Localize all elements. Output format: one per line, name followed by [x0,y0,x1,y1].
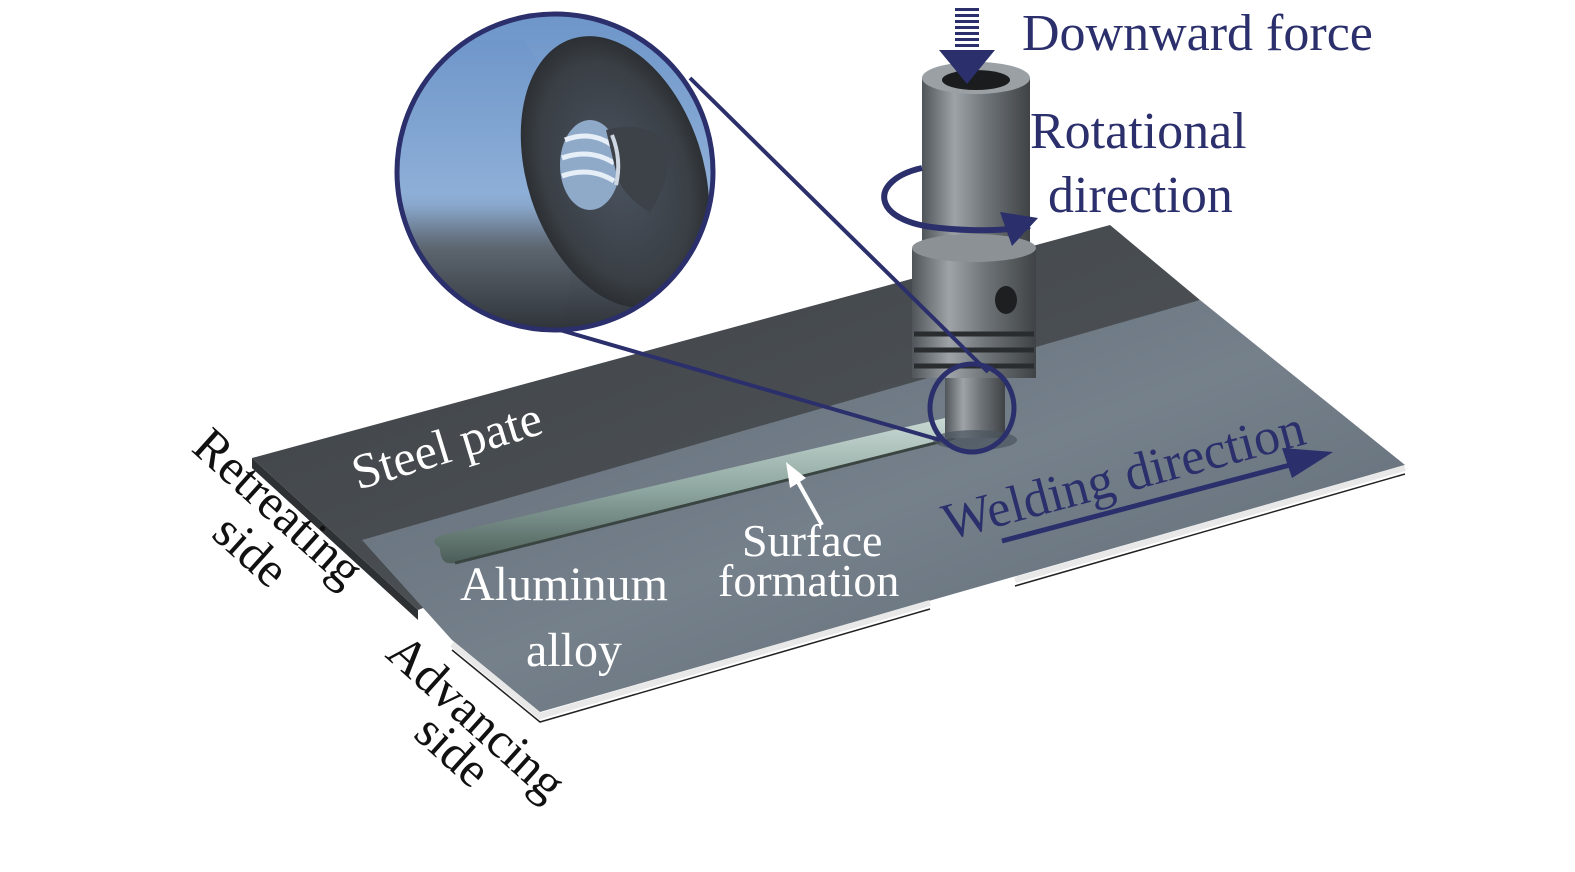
tool-top-hole [942,70,1010,90]
weld-seam-shadow [454,436,956,565]
label-surface-line1: Surface [742,515,882,566]
label-aluminum-line1: Aluminum [460,558,668,611]
downward-force-arrow [939,8,995,84]
label-surface-line2: formation [718,555,899,606]
tool-step [912,234,1036,262]
aluminum-plate-edge-front [450,600,931,720]
welding-direction-arrow [1001,448,1333,544]
magnified-threaded-pin [560,120,672,212]
rotation-arrow [881,165,1038,246]
magnifier-callout [394,11,1017,455]
tool-tip-highlight-circle [927,361,1017,455]
steel-plate-edge [252,458,418,620]
tool-pin-shoulder [945,378,1005,438]
callout-line-bottom [559,328,941,442]
magnified-tool-view [397,14,713,330]
welding-arrow-head [1282,448,1333,478]
force-arrow-head [939,50,995,84]
label-rotational-line1: Rotational [1030,103,1247,160]
label-downward-force: Downward force [1022,5,1373,62]
label-aluminum-line2: alloy [526,624,622,677]
aluminum-plate-edge-right [1014,465,1406,583]
callout-line-top [688,76,990,374]
surface-formation-pointer [786,462,824,526]
rotation-arrow-head [1000,212,1038,246]
aluminum-plate-edge-right-shadow [1014,473,1406,587]
fsw-tool [912,62,1036,450]
aluminum-plate-edge-front-shadow [451,608,931,723]
weld-seam [434,418,955,564]
magnifier-circle [394,11,716,333]
aluminum-plate [362,300,1405,712]
tool-set-screw [995,286,1017,314]
label-rotational-line2: direction [1048,167,1233,224]
force-arrow-stripes [955,8,979,47]
